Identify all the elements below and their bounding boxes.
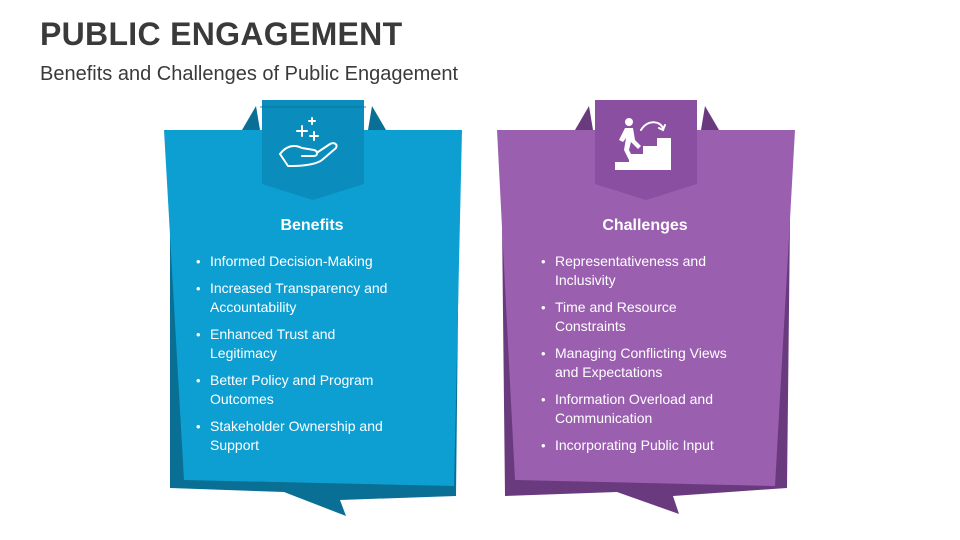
list-item: Representativeness and Inclusivity: [541, 252, 751, 290]
list-item: Informed Decision-Making: [196, 252, 406, 271]
list-item: Stakeholder Ownership and Support: [196, 417, 406, 455]
list-item: Managing Conflicting Views and Expectati…: [541, 344, 751, 382]
list-item: Information Overload and Communication: [541, 390, 751, 428]
benefits-card: Benefits Informed Decision-Making Increa…: [164, 100, 464, 520]
slide-subtitle: Benefits and Challenges of Public Engage…: [40, 63, 459, 85]
list-item: Enhanced Trust and Legitimacy: [196, 325, 406, 363]
challenges-heading: Challenges: [602, 217, 688, 234]
climbing-stairs-icon: [615, 118, 671, 170]
challenges-list: Representativeness and Inclusivity Time …: [541, 252, 751, 463]
list-item: Incorporating Public Input: [541, 436, 751, 455]
benefits-list: Informed Decision-Making Increased Trans…: [196, 252, 406, 463]
slide-title: PUBLIC ENGAGEMENT: [40, 16, 403, 52]
list-item: Time and Resource Constraints: [541, 298, 751, 336]
list-item: Better Policy and Program Outcomes: [196, 371, 406, 409]
list-item: Increased Transparency and Accountabilit…: [196, 279, 406, 317]
hand-sparkle-icon: [279, 117, 338, 167]
challenges-card: Challenges Representativeness and Inclus…: [497, 100, 797, 520]
benefits-heading: Benefits: [280, 217, 344, 234]
